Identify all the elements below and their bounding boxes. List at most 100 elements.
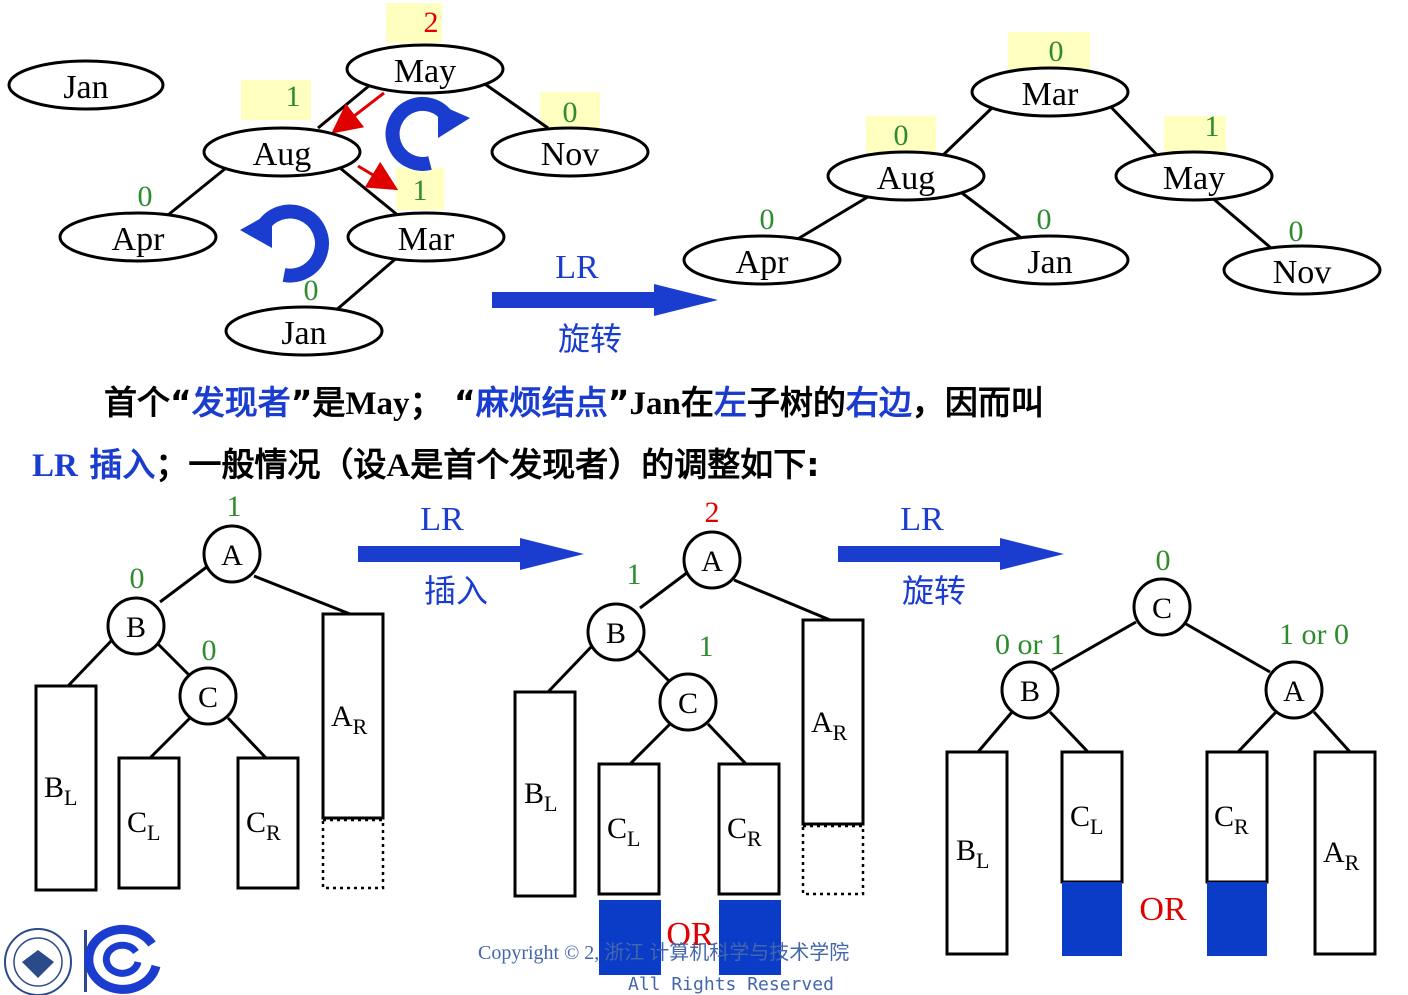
caption-segment: 是首个发现者）的调整如下:: [410, 445, 820, 484]
tree-edge: [317, 83, 371, 130]
balance-highlight: [241, 80, 311, 120]
node-label: Jan: [63, 69, 108, 106]
balance-factor: 0: [1156, 544, 1171, 577]
caption-segment: 麻烦结点: [475, 383, 608, 422]
top-right-tree: Mar Aug May Apr Jan Nov 0 0 1 0 0 0: [682, 32, 1382, 296]
balance-factor: 0 or 1: [995, 628, 1065, 661]
subtree-label: BL: [956, 834, 989, 873]
arrow-label: 插入: [424, 572, 488, 610]
subtree-label: AR: [811, 706, 848, 745]
subtree-label: CR: [1214, 800, 1249, 839]
subtree-label: CL: [127, 806, 160, 845]
node-c: [658, 672, 718, 732]
caption-segment: Jan: [629, 386, 681, 422]
balance-factor: 0: [760, 203, 775, 236]
node-label: Nov: [1273, 254, 1332, 291]
node-label: A: [1283, 675, 1305, 708]
balance-factor: 0: [130, 562, 145, 595]
rights-text: All Rights Reserved: [628, 974, 834, 995]
node-label: Aug: [877, 160, 936, 197]
red-arrow: [331, 91, 385, 134]
tree-edge: [1185, 622, 1271, 674]
caption-segment: ； “: [409, 383, 476, 422]
balance-highlight: [540, 92, 600, 128]
node-apr: [58, 211, 218, 263]
node-label: Aug: [253, 136, 312, 173]
subtree-label: CL: [1070, 800, 1103, 839]
balance-factor: 0: [1289, 215, 1304, 248]
node-mar: [970, 66, 1130, 118]
subtree-cl: [597, 762, 661, 896]
tree-edge: [795, 190, 877, 242]
arrow-label: LR: [555, 249, 599, 286]
node-label: C: [1152, 592, 1172, 625]
tree-edge: [66, 638, 114, 688]
tree-edge: [253, 574, 351, 616]
node-label: C: [678, 687, 698, 720]
subtree-label: BL: [44, 771, 77, 810]
balance-factor: 2: [424, 6, 439, 39]
node-jan: [970, 234, 1130, 286]
node-nov: [490, 126, 650, 178]
tree-edge: [976, 711, 1014, 753]
caption-segment: 左: [713, 383, 747, 422]
caption-segment: ；一般情况（设: [155, 445, 387, 484]
subtree-ar: [1313, 750, 1377, 956]
caption-segment: May: [345, 386, 410, 422]
node-nov: [1222, 244, 1382, 296]
node-label: B: [126, 611, 146, 644]
subtree-cl: [1060, 750, 1124, 884]
node-label: Jan: [281, 315, 326, 352]
subtree-ar-extension: [801, 824, 865, 896]
node-jan: [224, 305, 384, 357]
subtree-label: CR: [727, 812, 762, 851]
balance-factor: 1 or 0: [1279, 618, 1349, 651]
subtree-label: CR: [246, 806, 281, 845]
tree-edge: [628, 722, 672, 766]
subtree-bl: [34, 684, 98, 892]
university-seal-logo: [4, 928, 72, 995]
rotate-clockwise-icon: [385, 96, 470, 171]
tree-edge: [706, 722, 748, 766]
balance-factor: 1: [227, 490, 242, 523]
node-b: [1000, 660, 1060, 720]
tree-edge: [1312, 710, 1352, 754]
balance-factor: 0: [1049, 35, 1064, 68]
caption-line-1: 首个“发现者”是May； “麻烦结点”Jan在左子树的右边，因而叫: [104, 376, 1044, 424]
subtree-bl: [513, 690, 577, 898]
caption-segment: 右边: [845, 383, 912, 422]
tree-edge: [167, 166, 227, 217]
node-label: May: [1163, 160, 1225, 197]
balance-factor: 0: [563, 96, 578, 129]
arrow-label: 旋转: [558, 320, 622, 358]
tree-edge: [1048, 710, 1090, 754]
node-label: A: [221, 539, 243, 572]
node-label: A: [701, 545, 723, 578]
inserted-level-cr: [1207, 882, 1267, 956]
node-c: [1132, 577, 1192, 637]
node-lone: [7, 59, 165, 111]
balance-factor: 1: [627, 558, 642, 591]
subtree-label: BL: [524, 777, 557, 816]
subtree-label: AR: [1323, 836, 1360, 875]
inserted-level-cl: [599, 900, 661, 975]
caption-segment: ”: [607, 383, 630, 422]
node-a: [202, 524, 262, 584]
balance-factor: 1: [699, 630, 714, 663]
caption-segment: 首个“: [104, 383, 192, 422]
subtree-cr: [1205, 750, 1269, 884]
caption-segment: 子树的: [746, 383, 846, 422]
red-arrow: [357, 161, 399, 191]
lr-rotate-arrow-bottom: LR 旋转: [838, 501, 1064, 610]
caption-line-2: LR 插入；一般情况（设A是首个发现者）的调整如下:: [32, 438, 819, 486]
node-aug: [202, 126, 362, 178]
node-may: [1114, 150, 1274, 202]
rotate-counterclockwise-icon: [240, 204, 329, 283]
node-label: Apr: [736, 244, 790, 281]
general-after-insert-tree: OR A B C 2 1 1 BL CL CR AR: [513, 496, 865, 975]
balance-highlight: [1008, 32, 1090, 70]
balance-factor: 0: [1037, 203, 1052, 236]
lr-rotate-arrow-top: LR 旋转: [492, 249, 718, 358]
node-label: Apr: [112, 221, 166, 258]
caption-segment: LR: [32, 448, 78, 484]
